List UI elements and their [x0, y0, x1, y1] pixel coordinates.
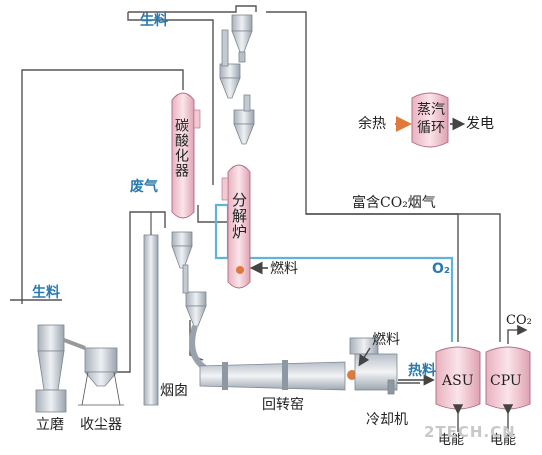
cooler-label: 冷却机 — [366, 412, 408, 428]
rotary-kiln-label: 回转窑 — [262, 397, 304, 413]
pipe-network — [10, 5, 501, 384]
fuel-calciner-label: 燃料 — [270, 261, 298, 277]
asu-unit — [435, 346, 481, 432]
dust-collector-label: 收尘器 — [80, 417, 122, 433]
power-in-asu-label: 电能 — [438, 433, 465, 448]
watermark: 2TECH.CN — [424, 423, 516, 441]
o2-label: O₂ — [432, 261, 451, 277]
dust-collector — [78, 347, 124, 406]
vertical-mill-label: 立磨 — [36, 417, 64, 433]
raw-material-left-label: 生料 — [32, 285, 60, 301]
carbonator-vessel — [171, 92, 201, 219]
power-in-cpu-label: 电能 — [490, 433, 517, 448]
vertical-mill — [35, 324, 86, 413]
chimney-label: 烟囱 — [160, 383, 188, 399]
cpu-unit — [485, 324, 531, 432]
waste-gas-label: 废气 — [130, 179, 158, 195]
waste-heat-label: 余热 — [358, 116, 386, 132]
rotary-kiln — [199, 360, 357, 391]
hot-clinker-label: 热料 — [408, 363, 436, 379]
calciner-label: 分解炉 — [230, 192, 248, 240]
calciner-vessel — [221, 164, 251, 289]
co2-rich-flue-gas-label: 富含CO₂烟气 — [352, 195, 436, 211]
fuel-kiln-arrow — [358, 347, 371, 367]
cpu-label: CPU — [490, 373, 522, 389]
fuel-kiln-label: 燃料 — [372, 332, 400, 348]
co2-out-label: CO₂ — [506, 313, 532, 328]
steam-cycle-unit — [395, 92, 466, 148]
clinker-cooler — [349, 337, 398, 395]
chimney — [143, 212, 159, 406]
o2-line — [214, 203, 454, 342]
steam-cycle-label: 蒸汽循环 — [417, 102, 445, 136]
raw-material-top-label: 生料 — [140, 13, 168, 29]
power-out-label: 发电 — [466, 116, 494, 132]
carbonator-label: 碳酸化器 — [173, 118, 189, 178]
preheater-cyclones — [171, 14, 255, 371]
asu-label: ASU — [442, 373, 474, 389]
